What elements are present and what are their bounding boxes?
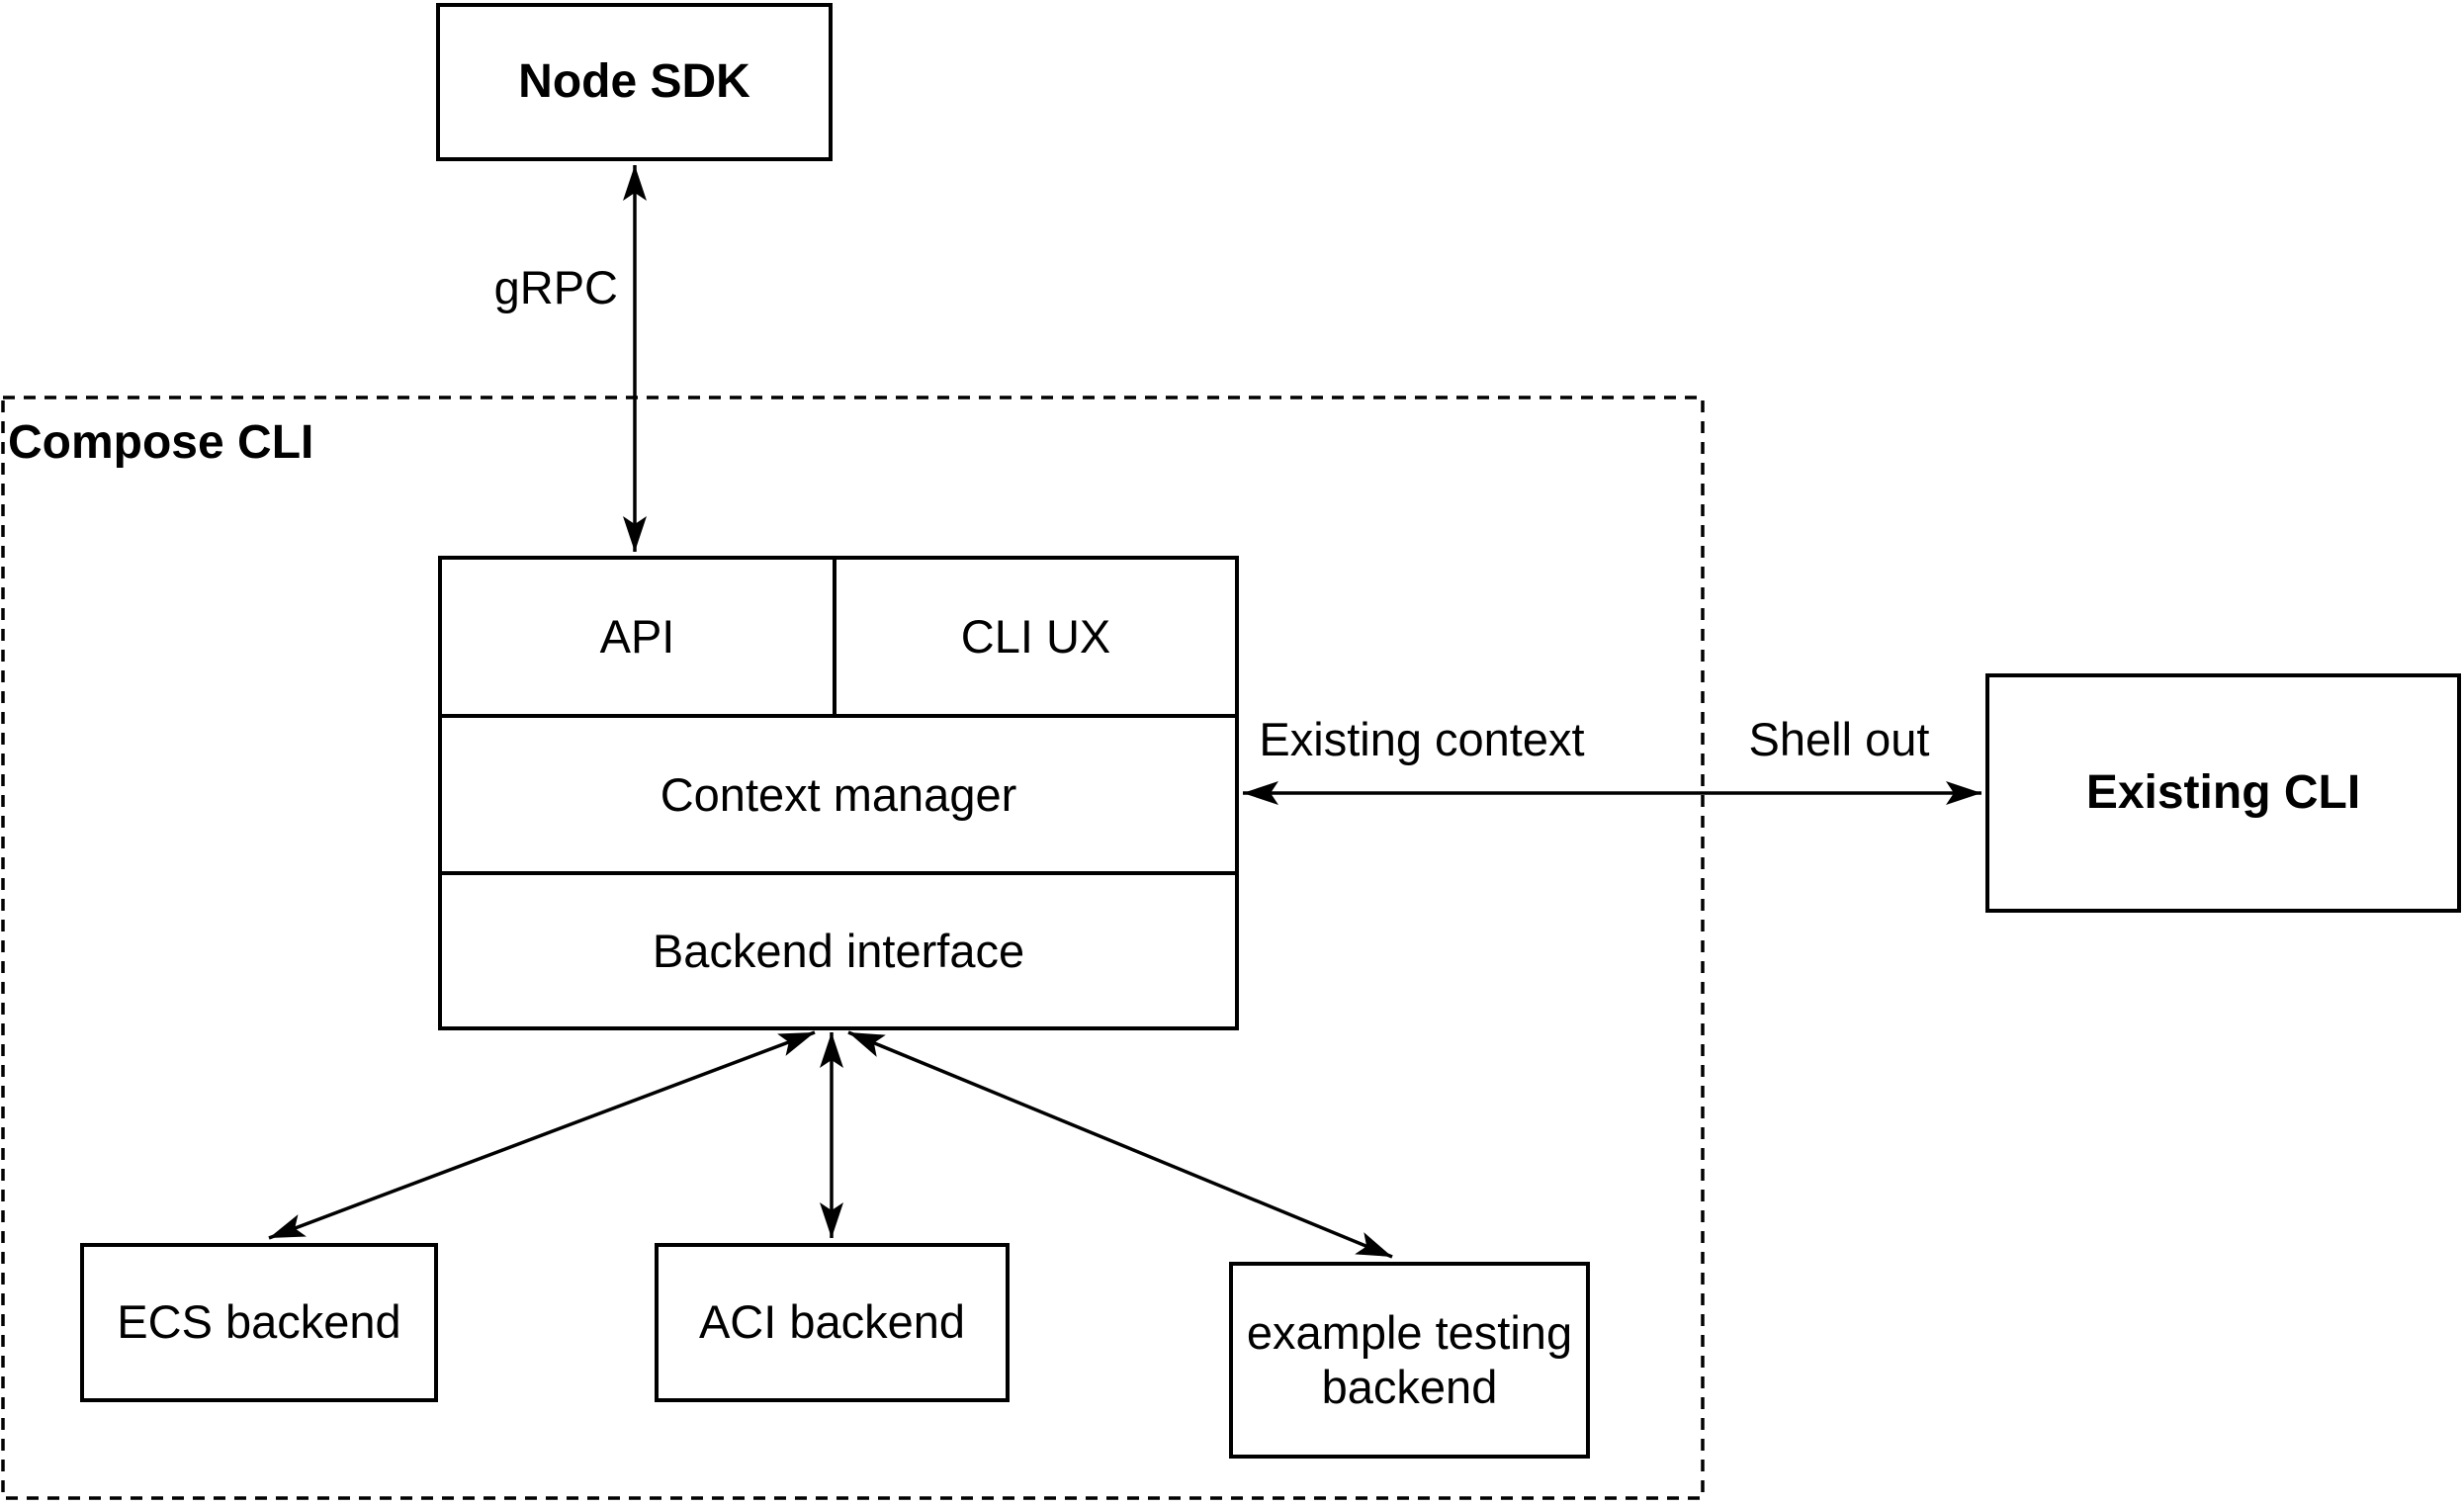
- compose-cli-core-box: API CLI UX Context manager Backend inter…: [438, 556, 1239, 1030]
- edge-backend-to-ecs: [268, 1030, 816, 1240]
- edge-backend-to-example: [847, 1030, 1393, 1259]
- node-sdk-box: Node SDK: [436, 3, 833, 161]
- cli-ux-label: CLI UX: [960, 610, 1111, 664]
- compose-cli-container-border: [1, 396, 1705, 1500]
- existing-context-edge-label: Existing context: [1259, 713, 1585, 765]
- api-cliux-row: API CLI UX: [442, 560, 1235, 718]
- compose-cli-container-label: Compose CLI: [8, 416, 314, 469]
- cli-ux-box: CLI UX: [836, 560, 1235, 714]
- node-sdk-label: Node SDK: [518, 55, 750, 109]
- aci-backend-box: ACI backend: [655, 1243, 1010, 1402]
- aci-backend-label: ACI backend: [698, 1295, 966, 1349]
- existing-cli-box: Existing CLI: [1985, 673, 2461, 913]
- ecs-backend-label: ECS backend: [117, 1295, 401, 1349]
- shell-out-edge-label: Shell out: [1748, 713, 1930, 765]
- api-label: API: [599, 610, 675, 664]
- grpc-edge-label: gRPC: [493, 261, 618, 313]
- context-manager-label: Context manager: [660, 767, 1017, 821]
- example-testing-backend-label: example testing backend: [1246, 1306, 1573, 1413]
- example-testing-backend-box: example testing backend: [1229, 1262, 1590, 1459]
- backend-interface-box: Backend interface: [442, 875, 1235, 1026]
- backend-interface-label: Backend interface: [652, 924, 1025, 977]
- existing-cli-label: Existing CLI: [2085, 766, 2361, 820]
- ecs-backend-box: ECS backend: [80, 1243, 438, 1402]
- api-box: API: [442, 560, 836, 714]
- context-manager-box: Context manager: [442, 718, 1235, 875]
